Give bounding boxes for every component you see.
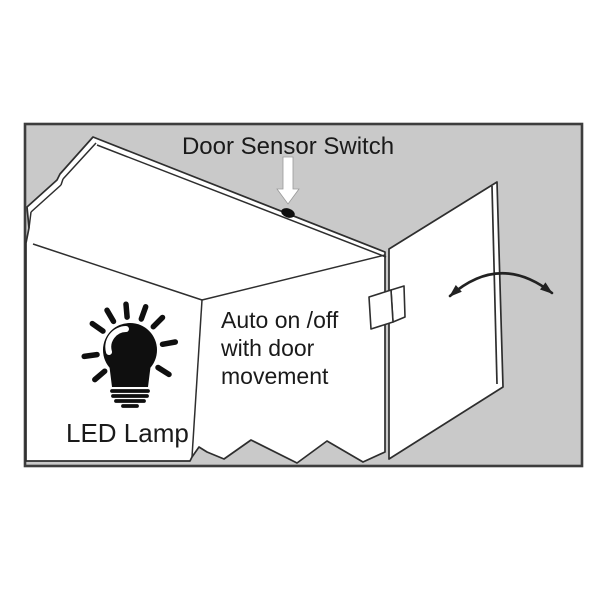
- lightbulb-icon: [81, 301, 179, 408]
- curved-double-arrow-icon: [448, 271, 554, 298]
- cabinet-edge-lines: [28, 142, 387, 458]
- led-lamp-label: LED Lamp: [66, 418, 189, 448]
- door-latch-block: [368, 285, 406, 330]
- door-sensor-switch-label: Door Sensor Switch: [181, 133, 395, 160]
- sensor-dot-icon: [281, 208, 295, 218]
- auto-on-off-label: Auto on /off with door movement: [221, 307, 339, 389]
- down-arrow-icon: [276, 156, 300, 205]
- cabinet-door: [388, 181, 504, 460]
